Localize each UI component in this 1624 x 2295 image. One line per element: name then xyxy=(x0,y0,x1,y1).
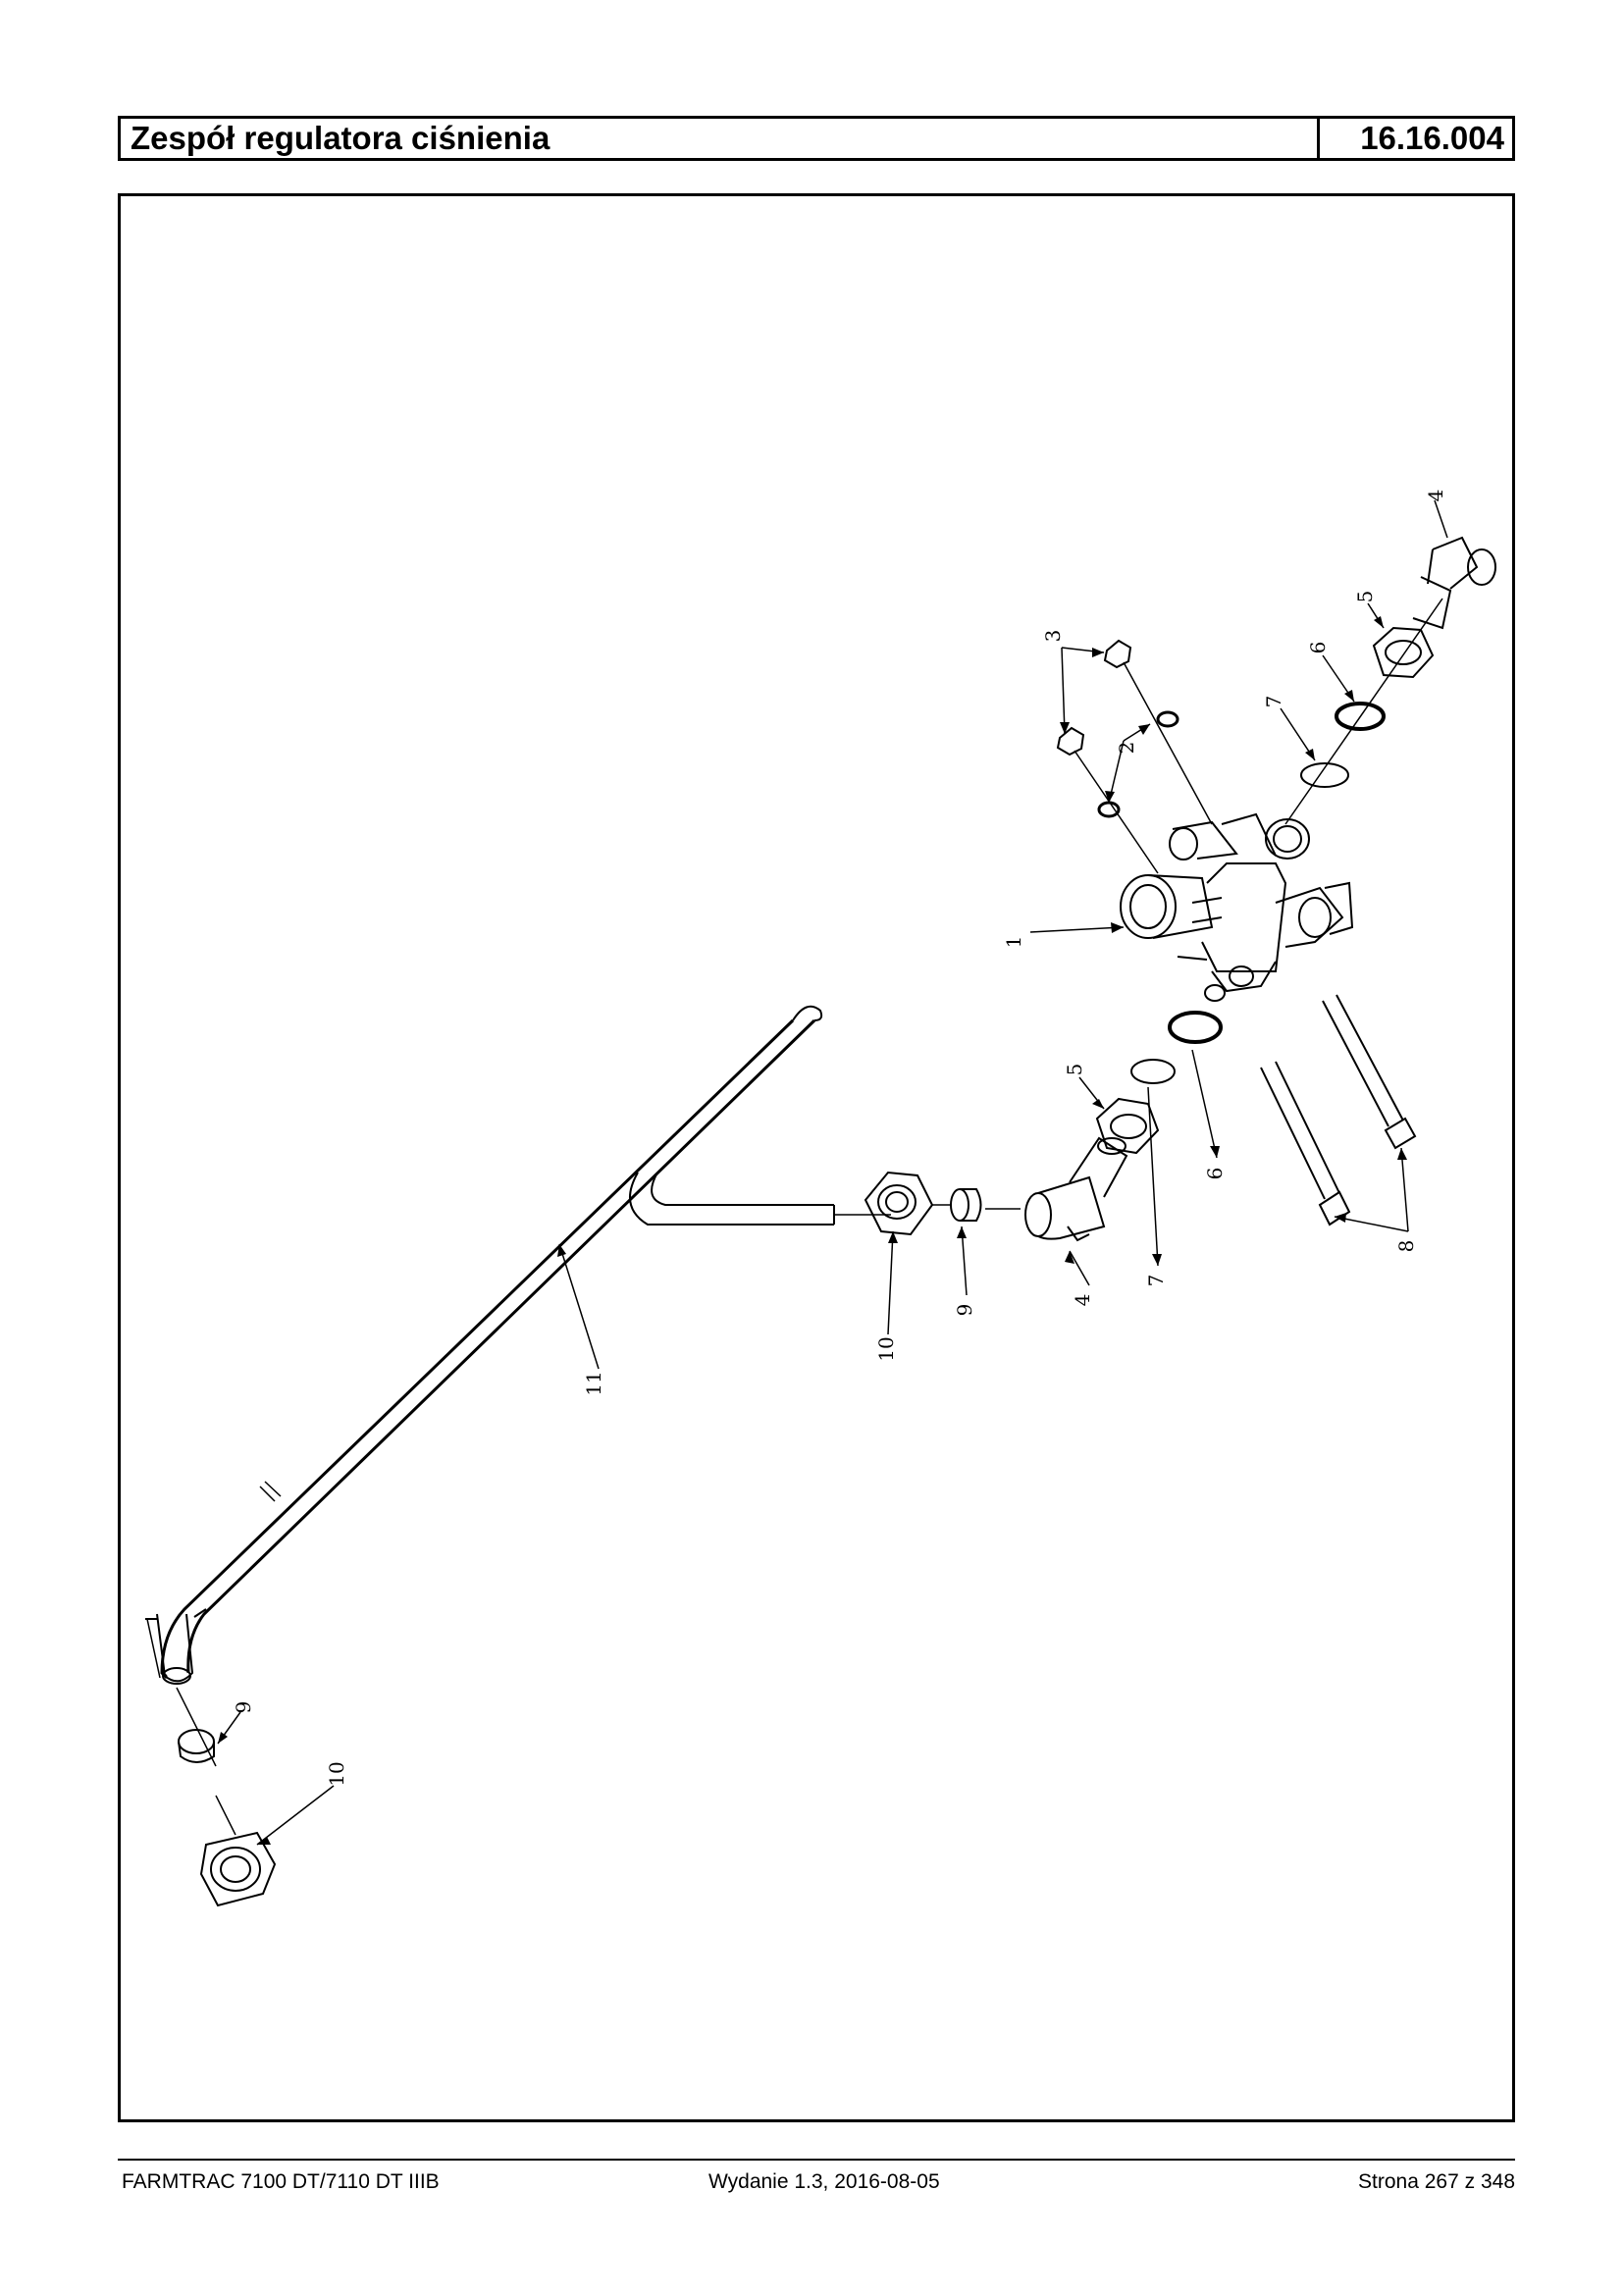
callout-6-upper: 6 xyxy=(1306,642,1330,654)
callout-2: 2 xyxy=(1115,742,1138,755)
nut-5-upper xyxy=(1372,626,1435,679)
page-header: Zespół regulatora ciśnienia 16.16.004 xyxy=(118,116,1515,161)
elbow-4-centre xyxy=(1024,1136,1128,1242)
ring-6-centre xyxy=(1168,1011,1223,1044)
footer-model: FARMTRAC 7100 DT/7110 DT IIIB xyxy=(122,2170,440,2193)
leader-arrows xyxy=(218,616,1407,1845)
valve-body-1 xyxy=(1120,812,1354,1002)
elbow-4-upper xyxy=(1412,536,1496,630)
washer-2-b xyxy=(1097,801,1121,818)
nut-3-b xyxy=(1056,726,1085,756)
nut-10-centre xyxy=(864,1171,950,1236)
callout-7-upper: 7 xyxy=(1262,696,1285,708)
callout-labels: 1 2 3 4 4 5 5 6 6 7 7 8 9 9 10 10 11 xyxy=(232,490,1447,1787)
footer-edition: Wydanie 1.3, 2016-08-05 xyxy=(708,2170,940,2193)
ring-9-centre xyxy=(950,1188,1021,1222)
nut-10-lower xyxy=(199,1831,277,1907)
nut-3-a xyxy=(1103,639,1132,669)
callout-9-centre: 9 xyxy=(953,1304,976,1317)
oring-7-upper xyxy=(1300,762,1349,788)
pipe-11 xyxy=(145,1005,891,1836)
callout-1: 1 xyxy=(1002,936,1025,949)
nut-5-centre xyxy=(1095,1097,1160,1155)
callout-4-centre: 4 xyxy=(1071,1294,1094,1307)
callout-8: 8 xyxy=(1394,1240,1418,1253)
section-code: 16.16.004 xyxy=(1360,120,1504,156)
page-title: Zespół regulatora ciśnienia xyxy=(121,119,1320,158)
washer-2-a xyxy=(1156,710,1179,728)
bolt-8-upper xyxy=(1322,994,1417,1150)
callout-4-upper: 4 xyxy=(1424,490,1447,502)
callout-9-lower: 9 xyxy=(232,1701,255,1714)
ring-9-lower xyxy=(178,1729,215,1763)
callout-10-centre: 10 xyxy=(874,1336,898,1361)
callout-11: 11 xyxy=(582,1371,605,1395)
callout-7-centre: 7 xyxy=(1144,1275,1168,1287)
callout-5-upper: 5 xyxy=(1353,591,1377,603)
callout-5-centre: 5 xyxy=(1063,1064,1086,1076)
callout-3: 3 xyxy=(1041,630,1065,643)
ring-6-upper xyxy=(1335,702,1386,731)
callout-6-centre: 6 xyxy=(1203,1168,1227,1180)
bolt-8-lower xyxy=(1260,1061,1351,1226)
callout-10-lower: 10 xyxy=(325,1761,348,1786)
oring-7-centre xyxy=(1130,1059,1176,1084)
footer-divider xyxy=(118,2159,1515,2161)
diagram-frame xyxy=(118,193,1515,2122)
footer-page-number: Strona 267 z 348 xyxy=(1358,2170,1515,2193)
